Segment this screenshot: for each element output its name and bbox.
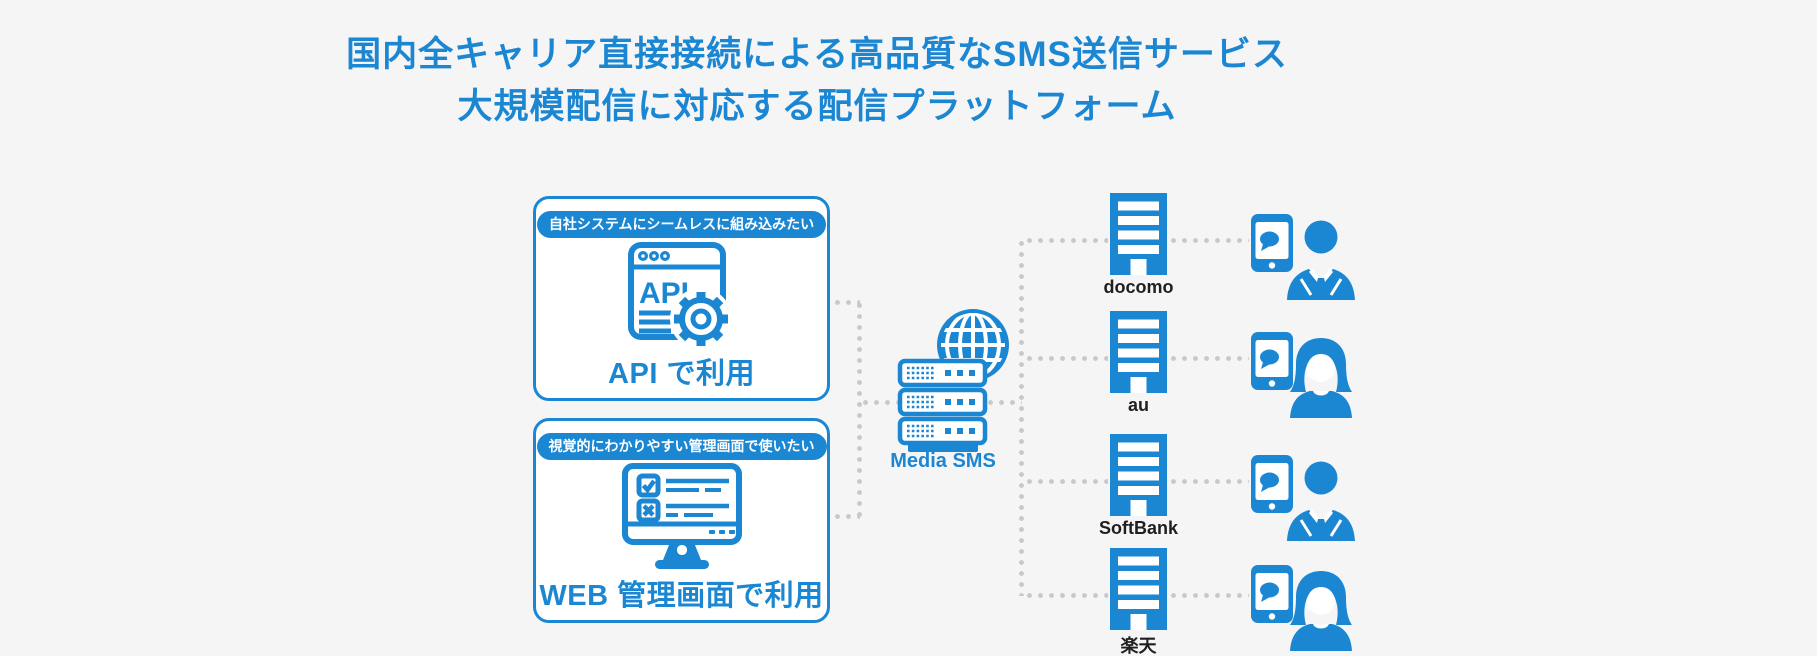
platform-name-label: Media SMS [890, 450, 996, 472]
web-card-badge: 視覚的にわかりやすい管理画面で使いたい [536, 433, 827, 460]
checkbox-cross-icon [636, 498, 660, 523]
building-icon [1110, 193, 1167, 275]
tie-icon [1316, 278, 1326, 296]
dotted-branch-to-carrier [1024, 238, 1108, 243]
smartphone-sms-icon [1251, 214, 1293, 272]
api-browser-gear-icon: API [627, 240, 737, 348]
building-icon [1110, 434, 1167, 516]
dotted-connector-right-vertical [1019, 238, 1024, 596]
dotted-branch-to-carrier [1024, 593, 1108, 598]
dotted-branch-to-carrier [1024, 356, 1108, 361]
dotted-connector-api-out [832, 300, 860, 305]
female-user-icon [1282, 567, 1360, 651]
building-icon [1110, 548, 1167, 630]
smartphone-sms-icon [1251, 332, 1293, 390]
usage-card-web: 視覚的にわかりやすい管理画面で使いたい [533, 418, 830, 623]
speech-bubble-icon [1260, 472, 1279, 488]
dotted-connector-web-out [832, 514, 860, 519]
carrier-name-label: docomo [1103, 277, 1174, 297]
female-user-icon [1282, 334, 1360, 418]
server-globe-icon [893, 303, 1013, 455]
male-user-icon [1282, 457, 1360, 541]
building-icon [1110, 311, 1167, 393]
speech-bubble-icon [1260, 582, 1279, 598]
usage-card-api: 自社システムにシームレスに組み込みたい API [533, 196, 830, 401]
api-card-badge: 自社システムにシームレスに組み込みたい [536, 211, 827, 238]
dotted-branch-to-user [1168, 593, 1249, 598]
carrier-name-label: SoftBank [1098, 518, 1178, 538]
page-title-line1: 国内全キャリア直接接続による高品質なSMS送信サービス [346, 35, 1288, 74]
dotted-connector-into-server [860, 400, 900, 405]
speech-bubble-icon [1260, 231, 1279, 247]
dotted-connector-left-vertical [857, 300, 862, 519]
dotted-branch-to-user [1168, 479, 1249, 484]
admin-screen-monitor-icon [621, 462, 743, 570]
api-card-label: API で利用 [608, 358, 755, 390]
dotted-branch-to-user [1168, 356, 1249, 361]
smartphone-sms-icon [1251, 455, 1293, 513]
dotted-branch-to-carrier [1024, 479, 1108, 484]
checkbox-check-icon [636, 473, 660, 498]
smartphone-sms-icon [1251, 565, 1293, 623]
page-title-line2: 大規模配信に対応する配信プラットフォーム [457, 87, 1177, 126]
web-card-label: WEB 管理画面で利用 [539, 580, 824, 612]
carrier-name-label: au [1127, 395, 1149, 415]
dotted-connector-server-out [985, 400, 1022, 405]
tie-icon [1316, 519, 1326, 537]
male-user-icon [1282, 216, 1360, 300]
speech-bubble-icon [1260, 349, 1279, 365]
dotted-branch-to-user [1168, 238, 1249, 243]
carrier-name-label: 楽天 [1120, 636, 1157, 656]
server-rack-icon [897, 358, 988, 452]
